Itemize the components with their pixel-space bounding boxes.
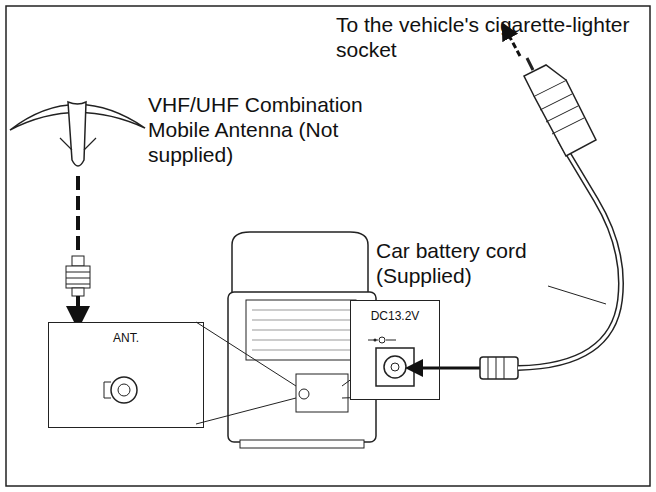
port-label: DC13.2V [351,309,439,323]
callout-label: Car battery cord (Supplied) [376,238,576,288]
callout-label: To the vehicle's cigarette-lighter socke… [336,12,636,62]
inset-box: ANT. [48,322,204,428]
callout-label: VHF/UHF Combination Mobile Antenna (Not … [148,92,398,167]
inset-box: DC13.2V [350,300,440,400]
port-label: ANT. [49,331,203,345]
